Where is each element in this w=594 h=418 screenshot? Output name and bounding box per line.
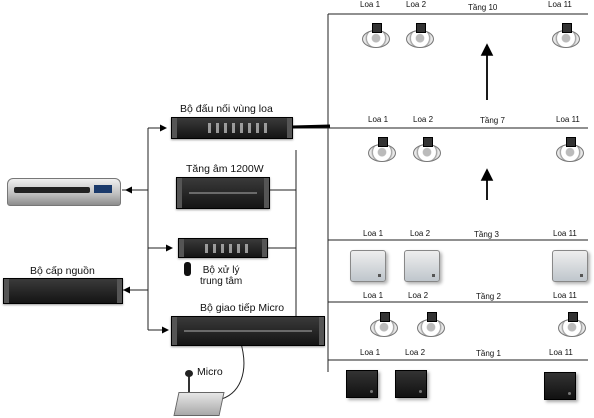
ceiling-speaker-icon <box>362 23 390 48</box>
floor-label: Tầng 1 <box>476 349 501 358</box>
speaker-label: Loa 11 <box>553 229 577 238</box>
speaker-label: Loa 2 <box>410 229 431 238</box>
speaker-label: Loa 1 <box>363 229 384 238</box>
ceiling-speaker-icon <box>552 23 580 48</box>
floor-label: Tầng 7 <box>480 116 505 125</box>
box-speaker-icon <box>395 370 427 398</box>
speaker-label: Loa 1 <box>368 115 389 124</box>
ceiling-speaker-icon <box>370 312 398 337</box>
hand-microphone-icon <box>184 262 191 276</box>
mic-interface-label: Bộ giao tiếp Micro <box>200 302 285 314</box>
mic-interface <box>171 316 325 346</box>
ceiling-speaker-icon <box>406 23 434 48</box>
ceiling-speaker-icon <box>413 137 441 162</box>
wall-speaker-icon <box>404 250 440 282</box>
speaker-label: Loa 2 <box>405 348 426 357</box>
zone-connector-label: Bộ đấu nối vùng loa <box>180 103 273 115</box>
speaker-label: Loa 2 <box>413 115 434 124</box>
box-speaker-icon <box>544 372 576 400</box>
processor-label: Bộ xử lý trung tâm <box>200 265 243 287</box>
ceiling-speaker-icon <box>556 137 584 162</box>
speaker-label: Loa 11 <box>553 291 577 300</box>
speaker-label: Loa 1 <box>363 291 384 300</box>
paging-microphone <box>173 370 226 416</box>
power-supply <box>3 278 123 304</box>
amplifier <box>176 177 270 209</box>
wall-speaker-icon <box>350 250 386 282</box>
power-supply-label: Bộ cấp nguồn <box>30 265 95 277</box>
speaker-label: Loa 11 <box>556 115 580 124</box>
floor-label: Tầng 2 <box>476 292 501 301</box>
zone-connector <box>171 117 293 139</box>
speaker-label: Loa 1 <box>360 348 381 357</box>
speaker-label: Loa 2 <box>408 291 429 300</box>
speaker-label: Loa 11 <box>548 0 572 9</box>
wall-speaker-icon <box>552 250 588 282</box>
speaker-label: Loa 1 <box>360 0 381 9</box>
ceiling-speaker-icon <box>558 312 586 337</box>
ceiling-speaker-icon <box>368 137 396 162</box>
speaker-label: Loa 2 <box>406 0 427 9</box>
central-processor <box>178 238 268 258</box>
amplifier-label: Tăng âm 1200W <box>186 163 264 175</box>
box-speaker-icon <box>346 370 378 398</box>
dvd-player <box>7 178 121 206</box>
floor-label: Tầng 10 <box>468 3 498 12</box>
floor-label: Tầng 3 <box>474 230 499 239</box>
micro-label: Micro <box>197 366 223 378</box>
speaker-label: Loa 11 <box>549 348 573 357</box>
ceiling-speaker-icon <box>417 312 445 337</box>
